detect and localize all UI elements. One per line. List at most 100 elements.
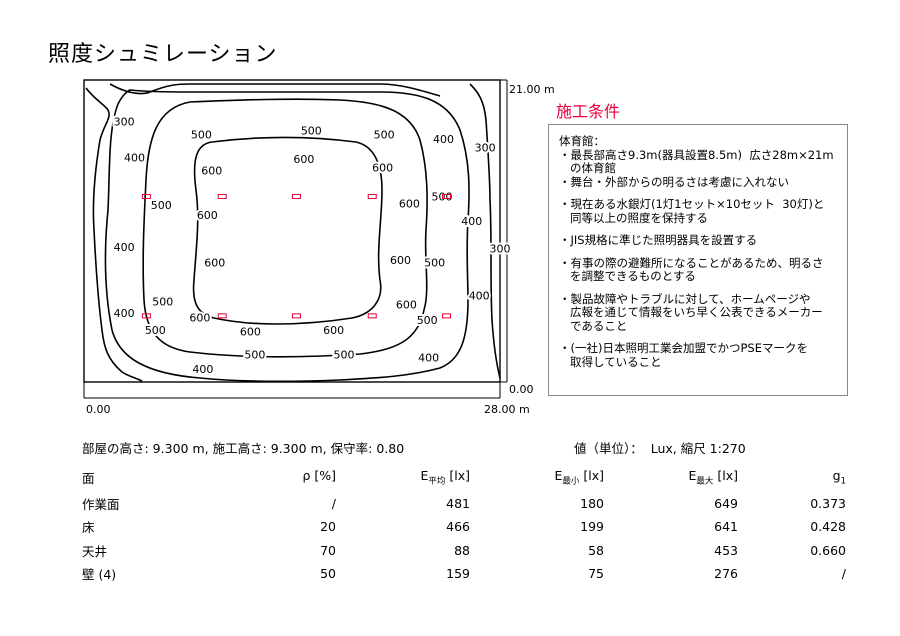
- contour-label: 500: [191, 129, 212, 142]
- header-g1-symbol: g: [832, 468, 841, 483]
- cell-surface: 作業面: [82, 496, 120, 512]
- contour-400: [104, 89, 470, 383]
- cell-g1: /: [841, 566, 846, 582]
- contour-label: 500: [424, 257, 445, 270]
- header-e-avg: E平均 [lx]: [336, 468, 470, 492]
- conditions-line: ・舞台・外部からの明るさは考慮に入れない: [559, 174, 789, 189]
- conditions-box: 体育館：・最長部高さ9.3m(器具設置8.5m) 広さ28m×21m の体育館・…: [548, 124, 848, 396]
- contour-label: 400: [114, 241, 135, 254]
- header-e-avg-sub: 平均: [428, 476, 446, 487]
- luminaire-group: [141, 193, 452, 319]
- contour-label: 600: [204, 257, 225, 270]
- isolux-contours: [85, 83, 501, 383]
- contour-label: 500: [244, 349, 265, 362]
- header-e-max-sub: 最大: [696, 476, 714, 487]
- cell-e-max: 641: [714, 519, 738, 535]
- header-e-max: E最大 [lx]: [604, 468, 738, 492]
- cell-e-max: 276: [714, 566, 738, 582]
- y-max-label: 21.00 m: [509, 83, 555, 96]
- x-min-label: 0.00: [86, 403, 111, 416]
- cell-e-min: 75: [588, 566, 604, 582]
- contour-label: 600: [390, 254, 411, 267]
- page-title: 照度シュミレーション: [48, 42, 278, 67]
- header-e-min-sub: 最小: [562, 476, 580, 487]
- results-table: 面 ρ [%] E平均 [lx] E最小 [lx] E最大 [lx] g1 作業…: [82, 468, 846, 586]
- contour-300-right: [469, 83, 501, 379]
- contour-label: 600: [293, 153, 314, 166]
- conditions-line: ・現在ある水銀灯(1灯1セット×10セット 30灯)と: [559, 197, 825, 211]
- contour-label: 300: [490, 242, 511, 255]
- cell-rho: 50: [320, 566, 336, 582]
- contour-label: 500: [334, 349, 355, 362]
- conditions-line: であること: [559, 318, 628, 333]
- cell-e-avg: 159: [446, 566, 470, 582]
- cell-rho: 20: [320, 519, 336, 535]
- contour-label: 500: [152, 295, 173, 308]
- cell-e-avg: 466: [446, 519, 470, 535]
- header-g1: g1: [738, 468, 846, 492]
- contour-label: 400: [418, 352, 439, 365]
- cell-e-min: 199: [580, 519, 604, 535]
- contour-300-top: [109, 83, 441, 97]
- cell-surface: 天井: [82, 543, 108, 559]
- table-header-row: 面 ρ [%] E平均 [lx] E最小 [lx] E最大 [lx] g1: [82, 468, 846, 492]
- cell-rho: 70: [320, 542, 336, 558]
- contour-500: [142, 98, 428, 358]
- cell-g1: 0.428: [810, 519, 846, 535]
- axis-ticks: [83, 79, 508, 399]
- conditions-line: を調整できるものとする: [559, 269, 696, 283]
- header-e-avg-unit: [lx]: [445, 468, 470, 483]
- header-rho: ρ [%]: [302, 468, 336, 483]
- header-e-max-symbol: E: [688, 468, 697, 483]
- conditions-line: 広報を通じて情報をいち早く公表できるメーカー: [559, 305, 823, 319]
- contour-label: 400: [124, 152, 145, 165]
- conditions-line: ・有事の際の避難所になることがあるため、明るさ: [559, 255, 824, 270]
- contour-label: 300: [475, 142, 496, 155]
- luminaire-marker: [291, 193, 301, 199]
- contour-300-left: [85, 87, 143, 382]
- header-e-min: E最小 [lx]: [470, 468, 604, 492]
- header-e-min-symbol: E: [554, 468, 563, 483]
- contour-label: 600: [399, 198, 420, 211]
- conditions-line: 取得していること: [559, 354, 662, 369]
- cell-e-avg: 481: [446, 495, 470, 511]
- contour-label: 500: [417, 314, 438, 327]
- luminaire-marker: [442, 193, 452, 199]
- contour-label: 600: [189, 311, 210, 324]
- cell-e-max: 649: [714, 495, 738, 511]
- luminaire-marker: [141, 193, 151, 199]
- luminaire-marker: [217, 193, 227, 199]
- contour-label: 600: [396, 298, 417, 311]
- cell-e-min: 58: [588, 542, 604, 558]
- conditions-title: 施工条件: [556, 102, 621, 121]
- luminaire-marker: [217, 313, 227, 319]
- contour-600: [192, 136, 383, 325]
- header-e-max-unit: [lx]: [713, 468, 738, 483]
- y-min-label: 0.00: [509, 383, 534, 396]
- conditions-line: ・製品故障やトラブルに対して、ホームページや: [559, 291, 811, 306]
- contour-label: 500: [374, 129, 395, 142]
- contour-label: 500: [145, 324, 166, 337]
- cell-e-min: 180: [580, 495, 604, 511]
- cell-surface: 壁 (4): [82, 567, 117, 583]
- conditions-line: ・(一社)日本照明工業会加盟でかつPSEマークを: [559, 341, 808, 355]
- contour-label: 400: [192, 363, 213, 376]
- cell-g1: 0.373: [810, 495, 846, 511]
- luminaire-marker: [141, 313, 151, 319]
- x-max-label: 28.00 m: [484, 403, 530, 416]
- contour-label: 600: [372, 162, 393, 175]
- contour-label: 600: [201, 165, 222, 178]
- cell-e-max: 453: [714, 542, 738, 558]
- contour-label: 400: [114, 307, 135, 320]
- cell-e-avg: 88: [454, 542, 470, 558]
- conditions-line: ・最長部高さ9.3m(器具設置8.5m) 広さ28m×21m: [559, 147, 834, 162]
- contour-label: 400: [469, 290, 490, 303]
- header-e-min-unit: [lx]: [579, 468, 604, 483]
- contour-label: 500: [301, 124, 322, 137]
- header-e-avg-symbol: E: [420, 468, 429, 483]
